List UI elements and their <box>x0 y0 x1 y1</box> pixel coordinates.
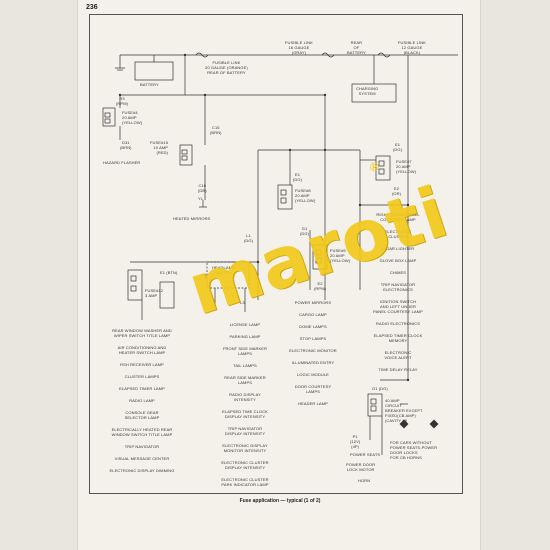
load-item: RADIO LAMP <box>129 398 155 403</box>
wire-p1-label: P1 (12V) (4P) <box>350 434 361 449</box>
fuse-left-label: FUSE#12 3 AMP <box>145 288 164 298</box>
paper-sheet <box>78 0 480 550</box>
load-item: ELECTRONIC CLUSTER DISPLAY INTENSITY <box>221 460 269 470</box>
for-cars-note: FOR CARS WITHOUT POWER SEATS-POWER DOOR … <box>390 440 438 460</box>
wire-r3-label: R3 (RPM) <box>116 96 129 106</box>
load-item: TRIP NAVIGATOR ELECTRONICS <box>380 282 416 292</box>
heated-mirrors-label: HEATED MIRRORS <box>173 216 211 221</box>
wire-e2-right-label: E2 (OR) <box>392 186 402 196</box>
battery-label: BATTERY <box>140 82 159 87</box>
headlamp-switch-label: HEADLAMP SWITCH <box>212 265 235 275</box>
load-item: ELECTRONIC MONITOR <box>289 348 337 353</box>
power-door-lock-label: POWER DOOR LOCK MOTOR <box>346 462 376 472</box>
load-item: ELECTRONIC VOICE ALERT <box>384 350 412 360</box>
load-item: ELECTRICALLY HEATED REAR WINDOW SWITCH T… <box>111 427 173 437</box>
page-number: 236 <box>86 4 98 11</box>
load-item: RADIO DISPLAY INTENSITY <box>229 392 261 402</box>
load-item: CHIMES <box>389 270 407 275</box>
load-item: ELECTRONIC DISPLAY MONITOR INTENSITY <box>222 443 268 453</box>
load-item: IGNITION SWITCH AND LEFT UNDER PANEL COU… <box>373 299 423 314</box>
registered-mark: ® <box>370 160 379 174</box>
wire-e1-center-label: E1 (DG) <box>293 172 303 182</box>
wire-g1-bottom-label: G1 (DG) <box>372 386 388 391</box>
fuse-center-label: FUSE#8 20 AMP (YELLOW) <box>295 188 316 203</box>
load-item: CONSOLE GEAR SELECTOR LAMP <box>124 410 160 420</box>
figure-caption: Fuse application — typical (1 of 2) <box>239 498 321 504</box>
load-item: ILLUMINATED ENTRY <box>291 360 335 365</box>
load-item: TRIP NAVIGATOR DISPLAY INTENSITY <box>224 426 266 436</box>
load-item: REAR SIDE MARKER LAMPS <box>224 375 266 385</box>
load-item: ELAPSED TIMER LAMP <box>119 386 165 391</box>
charging-system-label: CHARGING SYSTEM <box>356 86 379 96</box>
load-item: LOGIC MODULE <box>297 372 329 377</box>
load-item: ELAPSED TIME CLOCK DISPLAY INTENSITY <box>222 409 268 419</box>
wire-yl-label: YL <box>198 196 204 201</box>
load-item: GLOVE BOX LAMP <box>379 258 417 263</box>
wire-d31-label: D31 (BRN) <box>120 140 132 150</box>
load-item: AIR CONDITIONING AND HEATER SWITCH LAMP <box>117 345 167 355</box>
load-item: DOME LAMPS <box>299 324 327 329</box>
wire-e1-right-label: E1 (DG) <box>393 142 403 152</box>
hazard-flasher-label: HAZARD FLASHER <box>103 160 141 165</box>
load-item: ELAPSED TIMER CLOCK MEMORY <box>373 333 423 343</box>
power-seats-label: POWER SEATS <box>350 452 381 457</box>
load-item: RSH RECEIVER LAMP <box>120 362 164 367</box>
load-item: DOOR COURTESY LAMPS <box>294 384 332 394</box>
load-item: CIGAR LIGHTER <box>381 246 415 251</box>
load-item: ELECTRONIC DISPLAY DIMMING <box>109 468 175 473</box>
fusible-link-12-label: FUSIBLE LINK 12 GAUGE (BLACK) <box>398 40 426 55</box>
load-item: REAR WINDOW WASHER AND WIPER SWITCH TITL… <box>112 328 172 338</box>
wire-e1-left-label: E1 (BTN) <box>160 270 178 275</box>
load-item: TRIP NAVIGATOR <box>124 444 160 449</box>
wire-l1-label: L1 (DG) <box>244 233 254 243</box>
load-item: LICENSE LAMP <box>229 322 261 327</box>
load-item: ELECTRONIC CLUSTER <box>384 229 412 239</box>
load-item: TIME DELAY RELAY <box>378 367 418 372</box>
load-item: HEADER LAMP <box>298 401 328 406</box>
load-item: FRONT SIDE MARKER LAMPS <box>222 346 268 356</box>
load-item: CLUSTER LAMPS <box>124 374 160 379</box>
fusible-link-16-label: FUSIBLE LINK 16 GAUGE (GRAY) <box>285 40 313 55</box>
horn-label: HORN <box>358 478 371 483</box>
fuse-mid-label: FUSE#9 20 AMP (YELLOW) <box>330 248 351 263</box>
load-item: VISUAL MESSAGE CENTER <box>114 456 170 461</box>
wire-g1-label: G1 (DG) <box>300 226 310 236</box>
load-item: CARGO LAMP <box>299 312 327 317</box>
wire-c16-label: C16 (DB) <box>198 183 207 193</box>
load-item: STOP LAMPS <box>299 336 327 341</box>
wire-c15-label: C15 (BRN) <box>210 125 222 135</box>
wire-l3-label: L3 <box>240 300 245 305</box>
diagram-frame <box>89 14 463 494</box>
rear-of-battery-label: REAR OF BATTERY <box>347 40 366 55</box>
load-item: RADIO ELECTRONICS <box>376 321 420 326</box>
load-item: RIGHT UNDER PANEL COURTESY LAMP <box>376 212 420 222</box>
load-item: ELECTRONIC CLUSTER PARK INDICATOR LAMP <box>221 477 269 487</box>
fusible-link-20-label: FUSIBLE LINK 20 GAUGE (ORANGE) REAR OF B… <box>205 60 248 75</box>
fuse-10a-label: FUSE#15 10 AMP (RED) <box>150 140 169 155</box>
circuit-breaker-40a-label: 40 AMP CIRCUIT BREAKER EXCEPT FIXED(CB A… <box>385 398 423 423</box>
load-item: PARKING LAMP <box>229 334 261 339</box>
wire-e2-mid-label: E2 (RPM) <box>314 281 327 291</box>
load-item: TAIL LAMPS <box>233 363 257 368</box>
fuse-right-label: FUSE#7 20 AMP (YELLOW) <box>396 159 417 174</box>
load-item: POWER MIRRORS <box>294 300 332 305</box>
fuse-top-left-label: FUSE#4 20 AMP (YELLOW) <box>122 110 143 125</box>
